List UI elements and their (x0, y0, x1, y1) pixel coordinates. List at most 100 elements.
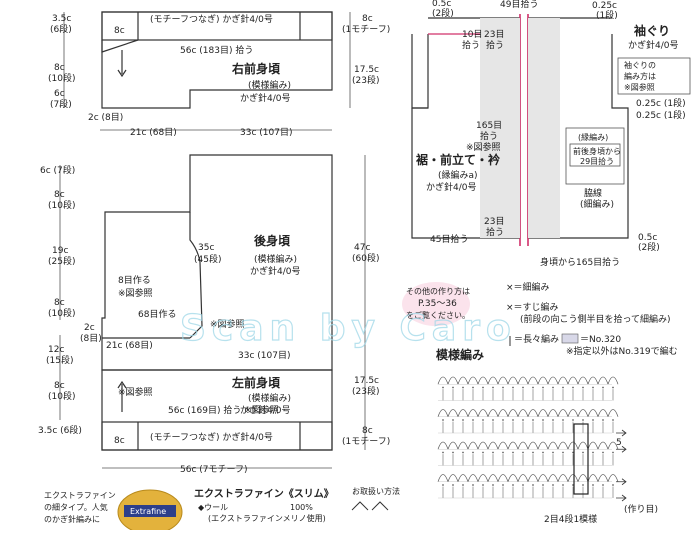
right-front-pattern: (模様編み) (248, 79, 291, 91)
lf-top-21: 21c (68目) (106, 340, 153, 351)
rf-bottom-21: 21c (68目) (130, 127, 177, 138)
chart-stitch-dot (482, 419, 484, 421)
chart-stitch-dot (512, 386, 514, 389)
chart-stitch-dot (472, 484, 474, 486)
back-hook: かぎ針4/0号 (250, 265, 301, 277)
chart-stitch-dot (462, 451, 464, 454)
rf-left-6s: (7段) (50, 98, 72, 110)
left-front-arrow-head (117, 380, 127, 389)
yarn-pct: 100% (290, 503, 313, 512)
chart-stitch-dot (582, 484, 584, 486)
back-left-8bs: (10段) (48, 307, 75, 319)
rf-left-6: 6c (54, 89, 65, 99)
chart-stitch-dot (482, 484, 484, 486)
chart-arc-mark (507, 409, 519, 417)
chart-arc-mark (497, 474, 509, 482)
back-left-8: 8c (54, 190, 65, 200)
right-front-band-corner (101, 39, 139, 53)
chart-stitch-dot (512, 419, 514, 421)
chart-stitch-dot (522, 386, 524, 389)
chart-arc-mark (597, 376, 609, 385)
chart-start: (作り目) (624, 503, 658, 515)
repeat-box (573, 423, 589, 495)
chart-arc-mark (447, 409, 459, 417)
chart-stitch-dot (602, 419, 604, 421)
chart-arc-mark (587, 474, 599, 482)
chart-arc-mark (547, 376, 559, 385)
chart-arc-mark (567, 474, 579, 482)
sleeve-title: 袖ぐり (634, 23, 670, 38)
right-front-arrow-head (117, 69, 127, 78)
chart-arc-mark (527, 409, 539, 417)
sleeve-note-3: ※図参照 (624, 82, 655, 92)
back-armhole-curve (189, 212, 203, 339)
chart-stitch-dot (502, 419, 504, 421)
back-c35: 35c (198, 243, 214, 253)
chart-arc-mark (527, 376, 539, 385)
yarn-wool: ◆ウール (198, 503, 228, 512)
sl-pick10: 10目 (462, 29, 482, 40)
legend-sc: ×＝細編み (506, 281, 550, 293)
chart-stitch-dot (592, 386, 594, 389)
yarn-brand: Extrafine (130, 507, 166, 516)
right-front-title: 右前身頃 (231, 61, 281, 76)
chart-stitch-dot (442, 451, 444, 454)
chart-stitch-dot (532, 451, 534, 454)
chart-arc-mark (537, 376, 549, 385)
chart-stitch-dot (472, 386, 474, 389)
rf-right-175s: (23段) (352, 74, 379, 86)
back-right-47: 47c (354, 243, 370, 253)
back-left-8s: (10段) (48, 199, 75, 211)
sl-top-025: 0.25c (592, 1, 617, 11)
chart-stitch-dot (452, 484, 454, 486)
left-front-title: 左前身頃 (231, 375, 281, 390)
chart-stitch-dot (462, 484, 464, 486)
chart-arc-mark (547, 409, 559, 417)
chart-row-arrow-icon (616, 429, 627, 437)
sl-ref165: ※図参照 (466, 141, 501, 153)
chart-stitch-dot (492, 386, 494, 389)
chart-stitch-dot (562, 386, 564, 389)
back-piece (101, 154, 333, 371)
left-front-hook: かぎ針4/0号 (240, 404, 291, 416)
chart-arc-mark (467, 441, 479, 450)
lf-right-8: 8c (362, 426, 373, 436)
chart-arc-mark (467, 474, 479, 482)
right-front-band (101, 11, 333, 41)
chart-stitch-dot (552, 386, 554, 389)
back-left-8b: 8c (54, 298, 65, 308)
hem-title: 裾・前立て・衿 (416, 152, 500, 167)
lf-right-8s: (1モチーフ) (342, 436, 390, 447)
lf-right-175s: (23段) (352, 385, 379, 397)
chart-arc-mark (557, 474, 569, 482)
rf-left-8s: (10段) (48, 72, 75, 84)
chart-arc-mark (447, 376, 459, 385)
yarn-ad: エクストラファイン の細タイプ。人気 のかぎ針編みに Extrafine エクス… (44, 486, 400, 534)
chart-arc-mark (607, 376, 619, 385)
chart-stitch-dot (482, 386, 484, 389)
lf-right-175: 17.5c (354, 376, 379, 386)
chart-arc-mark (457, 409, 469, 417)
back-make8: 8目作る (118, 274, 151, 286)
sleeve-note-2: 編み方は (624, 71, 656, 81)
sl-pick23s: 拾う (486, 39, 504, 51)
chart-arc-mark (607, 474, 619, 482)
sl-pick23bs: 拾う (486, 226, 504, 238)
chart-stitch-dot (562, 451, 564, 454)
back-title: 後身頃 (254, 233, 291, 248)
gusset-label: 脇線 (584, 187, 602, 199)
chart-stitch-dot (482, 451, 484, 454)
chart-arc-mark (507, 441, 519, 450)
care-symbols-icon (351, 501, 389, 511)
chart-stitch-dot (612, 451, 614, 454)
lf-band-8c: 8c (114, 436, 125, 446)
right-front-outline (101, 11, 333, 109)
chart-arc-mark (497, 441, 509, 450)
chart-arc-mark (587, 441, 599, 450)
left-front-dims (59, 335, 366, 469)
legend-ribsc-note: (前段の向こう側半目を拾って細編み) (520, 313, 671, 325)
chart-arc-mark (547, 441, 559, 450)
sl-pick10s: 拾う (462, 39, 480, 51)
chart-arc-mark (507, 376, 519, 385)
color-320-swatch (561, 333, 579, 344)
